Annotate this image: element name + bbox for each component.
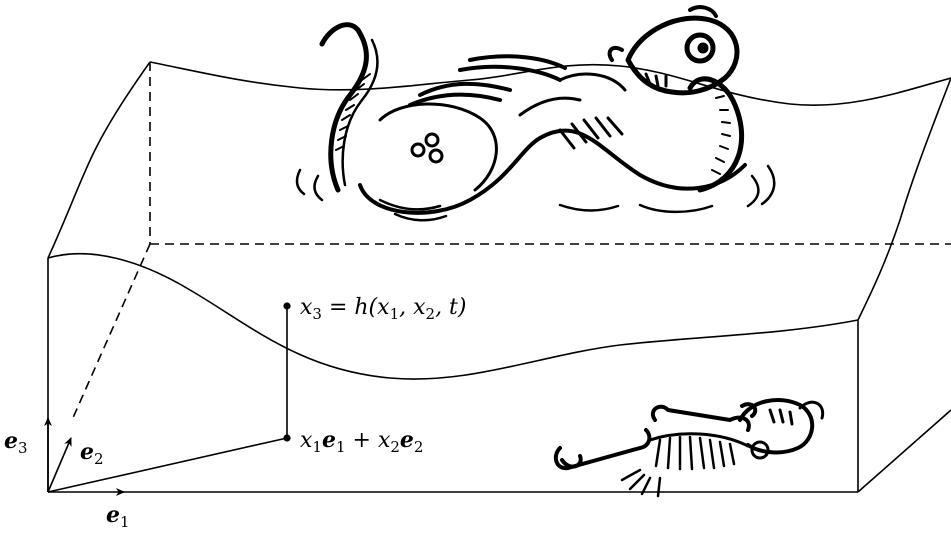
hidden-left-diagonal-edge: [71, 243, 151, 421]
e3-label: e3: [4, 428, 28, 457]
surface-point-dot: [283, 302, 291, 310]
base-point-ray: [47, 437, 288, 493]
right-floor-diagonal-edge: [857, 409, 951, 493]
front-surface-wave: [47, 252, 859, 380]
sea-serpent-illustration: [295, 5, 776, 222]
base-point-label: x1e1 + x2e2: [300, 427, 423, 456]
fish-skeleton-illustration: [553, 398, 825, 498]
base-point-dot: [283, 434, 291, 442]
e1-label: e1: [106, 502, 130, 530]
e2-arrow: [47, 437, 72, 493]
top-surface-left-edge: [47, 61, 151, 259]
top-surface-right-edge: [857, 77, 951, 321]
e2-label: e2: [80, 439, 104, 468]
top-surface-back-wave: [149, 61, 951, 106]
surface-equation-label: x3 = h(x1, x2, t): [300, 295, 466, 323]
